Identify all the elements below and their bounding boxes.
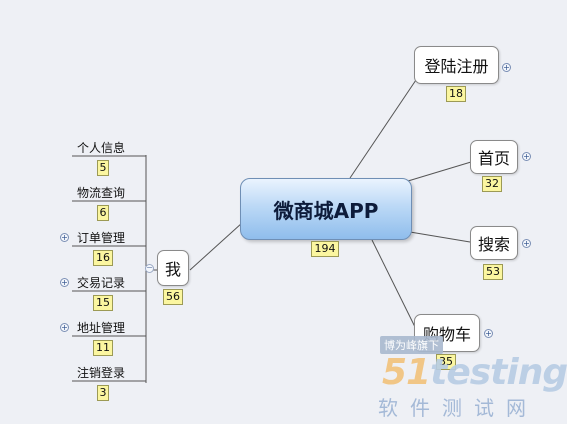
count-badge-address-management: 11 (93, 340, 113, 356)
leaf-address-management[interactable]: 地址管理 (77, 321, 126, 335)
connector-central-cart (371, 239, 417, 330)
count-badge-cart: 35 (436, 354, 456, 370)
expand-icon-login-register[interactable]: + (502, 63, 511, 72)
node-me-label: 我 (164, 260, 181, 279)
count-badge-order-management: 16 (93, 250, 113, 266)
count-badge-search: 53 (483, 264, 503, 280)
watermark-logo-number: 51 (382, 352, 431, 393)
leaf-order-management[interactable]: 订单管理 (77, 231, 126, 245)
node-search[interactable]: 搜索 (470, 226, 518, 260)
expand-icon-search[interactable]: + (522, 239, 531, 248)
count-badge-personal-info: 5 (97, 160, 109, 176)
count-badge-transaction-records: 15 (93, 295, 113, 311)
count-badge-logistics-query: 6 (97, 205, 109, 221)
watermark-logo: 51testing (382, 352, 567, 393)
watermark-subtitle: 软件测试网 (378, 396, 538, 420)
leaf-personal-info[interactable]: 个人信息 (77, 141, 126, 155)
leaf-transaction-records[interactable]: 交易记录 (77, 276, 126, 290)
expand-icon-order-management[interactable]: + (60, 233, 69, 242)
expand-icon-transaction-records[interactable]: + (60, 278, 69, 287)
node-login-register[interactable]: 登陆注册 (414, 46, 499, 84)
expand-icon-home[interactable]: + (522, 152, 531, 161)
collapse-icon-me[interactable]: − (145, 263, 154, 273)
node-home-label: 首页 (477, 149, 510, 168)
count-badge-logout: 3 (97, 385, 109, 401)
node-home[interactable]: 首页 (470, 140, 518, 174)
watermark-logo-text: testing (430, 352, 567, 393)
connector-central-login (349, 76, 419, 179)
count-badge-home: 32 (482, 176, 502, 192)
expand-icon-cart[interactable]: + (484, 329, 493, 338)
node-login-register-label: 登陆注册 (424, 57, 489, 76)
connector-central-me (189, 222, 243, 271)
leaf-logout[interactable]: 注销登录 (77, 366, 126, 380)
node-search-label: 搜索 (477, 235, 510, 254)
connector-central-search (409, 231, 471, 243)
count-badge-me: 56 (163, 289, 183, 305)
count-badge-login-register: 18 (446, 86, 466, 102)
watermark-tag: 博为峰旗下 (380, 336, 443, 354)
leaf-logistics-query[interactable]: 物流查询 (77, 186, 126, 200)
expand-icon-address-management[interactable]: + (60, 323, 69, 332)
central-node-label: 微商城APP (273, 198, 379, 223)
central-count-badge: 194 (311, 241, 339, 257)
node-me[interactable]: 我 (157, 250, 189, 286)
central-node[interactable]: 微商城APP (240, 178, 412, 240)
connector-central-home (407, 161, 472, 182)
